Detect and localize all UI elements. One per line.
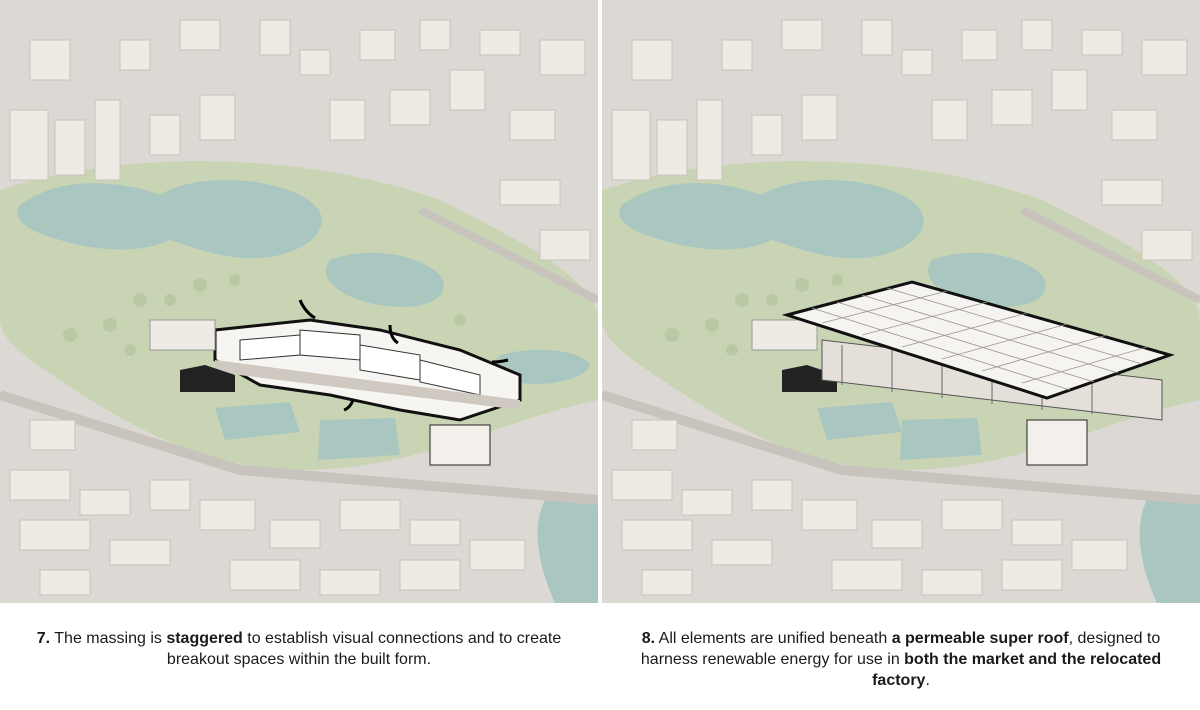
caption-text: . — [925, 672, 930, 689]
massing-axonometric — [0, 0, 598, 603]
pond-center — [900, 418, 982, 460]
park-trees — [665, 274, 843, 356]
pond-left — [215, 402, 300, 440]
caption-text: , designed to harness renewable energy f… — [640, 630, 1161, 668]
road-main — [0, 390, 598, 505]
diagram-panel-super-roof — [602, 0, 1200, 603]
city-blocks-north — [9, 19, 591, 261]
roof-axonometric — [602, 0, 1200, 603]
caption-emphasis: both the market and the relocated factor… — [872, 651, 1162, 689]
caption-emphasis: staggered — [166, 630, 243, 647]
existing-building — [149, 319, 216, 351]
lake-east — [326, 252, 444, 307]
caption-super-roof: 8. All elements are unified beneath a pe… — [602, 628, 1200, 691]
city-blocks-south — [611, 419, 1128, 596]
caption-number: 7. — [36, 630, 51, 647]
road-north — [1020, 206, 1200, 304]
caption-emphasis: a permeable super roof — [891, 630, 1069, 647]
lake-main — [619, 180, 924, 259]
caption-massing: 7. The massing is staggered to establish… — [0, 628, 598, 670]
lake-main — [17, 180, 322, 259]
connection-arrows — [298, 299, 509, 412]
diagram-panel-massing — [0, 0, 598, 603]
super-roof — [781, 280, 1175, 400]
river-edge — [1139, 494, 1200, 603]
caption-text: to establish visual connections and to c… — [166, 630, 562, 668]
factory-sawtooth — [180, 365, 235, 392]
city-blocks-south — [9, 419, 526, 596]
staggered-massing — [149, 318, 522, 422]
caption-text: The massing is — [50, 630, 167, 647]
pond-center — [318, 418, 400, 460]
caption-number: 8. — [641, 630, 656, 647]
city-blocks-north — [611, 19, 1193, 261]
park-trees — [63, 274, 466, 356]
road-main — [602, 390, 1200, 505]
caption-text: All elements are unified beneath — [655, 630, 892, 647]
road-north — [418, 206, 598, 304]
pond-left — [817, 402, 902, 440]
river-edge — [537, 494, 598, 603]
